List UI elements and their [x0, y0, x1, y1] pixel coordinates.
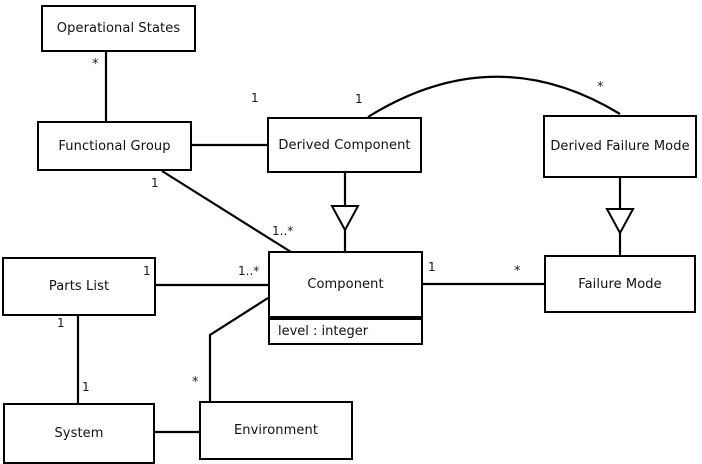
connector-functional-group-component: [161, 170, 292, 253]
class-box-functional-group[interactable]: Functional Group: [37, 121, 192, 171]
class-name-derived-failure-mode: Derived Failure Mode: [550, 139, 690, 154]
class-box-failure-mode[interactable]: Failure Mode: [544, 255, 696, 313]
class-name-derived-component: Derived Component: [278, 137, 411, 153]
class-box-derived-component[interactable]: Derived Component: [267, 117, 422, 173]
multiplicity-operational-states-functional-group: *: [92, 57, 99, 72]
class-name-system: System: [54, 426, 104, 441]
multiplicity-functional-group-derived-component: 1: [251, 91, 259, 105]
class-box-parts-list[interactable]: Parts List: [2, 257, 156, 316]
class-name-environment: Environment: [233, 423, 319, 438]
class-name-operational-states: Operational States: [56, 21, 181, 36]
generalization-arrow-derived-component: [330, 205, 360, 233]
multiplicity-parts-list-system-top: 1: [57, 316, 65, 330]
class-attributes-component[interactable]: level : integer: [268, 318, 423, 345]
attribute-component-level: level : integer: [278, 324, 369, 339]
multiplicity-parts-list-system-bottom: 1: [82, 380, 90, 394]
class-box-system[interactable]: System: [3, 403, 155, 464]
multiplicity-derived-component-arc: 1: [355, 92, 363, 106]
multiplicity-functional-group-component-target: 1..*: [272, 224, 294, 238]
multiplicity-functional-group-component-source: 1: [151, 176, 159, 190]
multiplicity-parts-list-component-source: 1: [143, 264, 151, 278]
multiplicity-parts-list-component-target: 1..*: [238, 264, 260, 278]
class-box-derived-failure-mode[interactable]: Derived Failure Mode: [543, 115, 697, 178]
connector-environment-component: [208, 297, 269, 401]
class-name-functional-group: Functional Group: [58, 138, 171, 154]
class-box-operational-states[interactable]: Operational States: [41, 5, 196, 52]
class-name-component: Component: [307, 277, 384, 292]
multiplicity-component-failure-mode-source: 1: [428, 260, 436, 274]
multiplicity-environment-component: *: [192, 375, 199, 390]
connector-derived-component-derived-failure-mode: [367, 75, 621, 118]
class-box-component[interactable]: Component: [268, 251, 423, 318]
generalization-arrow-derived-failure-mode: [605, 208, 635, 236]
class-box-environment[interactable]: Environment: [199, 401, 353, 460]
multiplicity-derived-failure-mode-arc: *: [597, 80, 604, 95]
class-name-parts-list: Parts List: [48, 279, 110, 294]
multiplicity-component-failure-mode-target: *: [514, 264, 521, 279]
class-name-failure-mode: Failure Mode: [578, 276, 662, 292]
